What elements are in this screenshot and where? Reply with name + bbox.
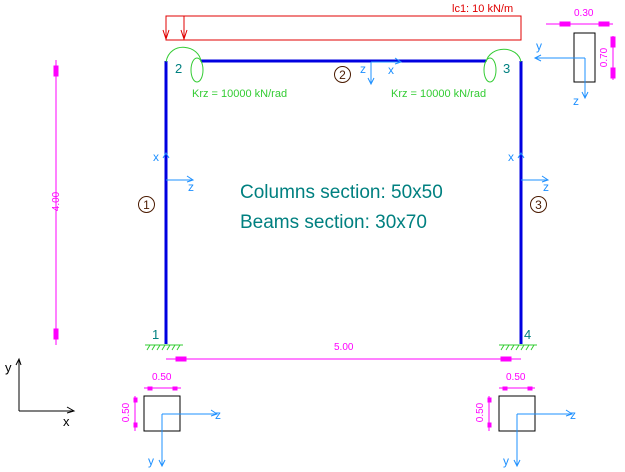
beam-section-y: y xyxy=(536,39,542,53)
col-left-local-z: z xyxy=(188,180,194,194)
fixed-support-right-icon xyxy=(499,344,537,351)
load-label: lc1: 10 kN/m xyxy=(452,3,514,15)
col-left-local-x: x xyxy=(153,150,159,164)
column-section-right-diagram xyxy=(487,386,574,468)
beam-section-height: 0.70 xyxy=(599,47,611,68)
col-right-section-z: z xyxy=(570,408,576,422)
column-section-left-diagram xyxy=(133,386,219,468)
global-axes-icon xyxy=(15,357,76,414)
global-axis-x: x xyxy=(63,414,70,429)
member-number-2: 2 xyxy=(334,66,351,83)
col-right-local-x: x xyxy=(508,150,514,164)
node-label-3: 3 xyxy=(503,61,511,76)
beam-section-diagram xyxy=(533,21,616,100)
frame-members[interactable] xyxy=(164,59,523,344)
beam-section-z: z xyxy=(573,94,579,108)
column-right-section-width: 0.50 xyxy=(506,372,526,383)
column-right-section-height: 0.50 xyxy=(475,402,487,423)
node-label-2: 2 xyxy=(175,61,183,76)
beam-local-z: z xyxy=(360,62,366,76)
beam-section-width: 0.30 xyxy=(574,8,594,19)
beams-section-info: Beams section: 30x70 xyxy=(240,212,427,233)
columns-section-info: Columns section: 50x50 xyxy=(240,182,443,203)
height-dimension xyxy=(53,60,59,345)
local-axes-beam-icon xyxy=(367,57,403,86)
column-left-section-height: 0.50 xyxy=(121,402,133,423)
spring-label-right: Krz = 10000 kN/rad xyxy=(391,88,487,100)
fixed-support-left-icon xyxy=(145,344,183,351)
local-axes-column-right-icon xyxy=(517,152,550,183)
beam-local-x: x xyxy=(388,63,394,77)
height-dimension-label: 4.00 xyxy=(51,191,63,212)
member-number-1: 1 xyxy=(138,196,155,213)
member-number-3: 3 xyxy=(530,196,547,213)
local-axes-column-left-icon xyxy=(162,152,195,183)
spring-right-icon[interactable] xyxy=(483,48,522,83)
span-dimension-label: 5.00 xyxy=(334,342,354,353)
global-axis-y: y xyxy=(5,360,12,375)
col-right-local-z: z xyxy=(543,180,549,194)
column-left-section-width: 0.50 xyxy=(152,372,172,383)
col-left-section-y: y xyxy=(148,454,154,468)
col-right-section-y: y xyxy=(503,454,509,468)
spring-left-icon[interactable] xyxy=(165,46,204,83)
col-left-section-z: z xyxy=(215,408,221,422)
node-label-4: 4 xyxy=(524,327,532,342)
spring-label-left: Krz = 10000 kN/rad xyxy=(192,88,288,100)
distributed-load[interactable] xyxy=(162,15,522,41)
span-dimension xyxy=(166,356,521,362)
node-label-1: 1 xyxy=(152,327,160,342)
